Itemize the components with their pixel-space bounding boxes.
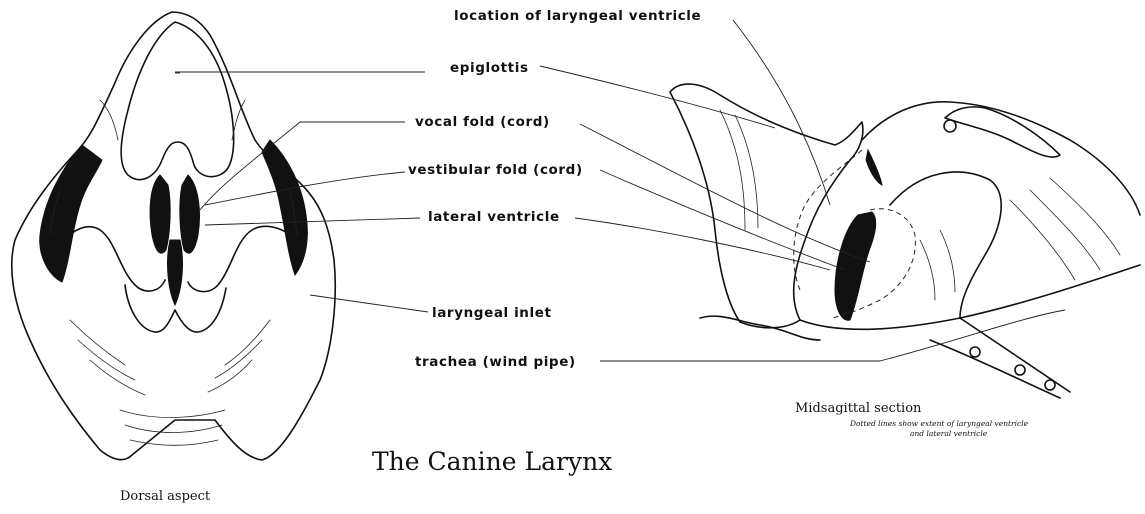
dorsal-right-dark-region <box>262 140 307 275</box>
sagittal-tracheal-ring-1 <box>970 347 980 357</box>
sagittal-ventricle-pocket <box>835 212 876 320</box>
label-trachea: trachea (wind pipe) <box>415 354 576 370</box>
sagittal-cartilage-ring <box>945 107 1060 157</box>
right-note-line2: and lateral ventricle <box>910 429 988 438</box>
dorsal-arytenoid-fold <box>62 227 165 291</box>
leader-laryngeal-ventricle <box>733 20 830 205</box>
leader-lines <box>175 20 1065 361</box>
leader-laryngeal-inlet <box>310 295 428 312</box>
right-note-line1: Dotted lines show extent of laryngeal ve… <box>849 419 1029 428</box>
sagittal-base-tissue <box>700 316 820 340</box>
sagittal-small-ring <box>944 120 956 132</box>
sagittal-trachea-outline <box>930 318 1070 398</box>
leader-epiglottis-right <box>540 66 775 128</box>
label-epiglottis: epiglottis <box>450 60 529 76</box>
dorsal-glottis-left <box>150 175 170 253</box>
dorsal-arytenoid-fold-right <box>188 226 295 291</box>
left-caption: Dorsal aspect <box>120 489 211 504</box>
label-location-laryngeal-ventricle: location of laryngeal ventricle <box>454 8 701 24</box>
sagittal-epiglottis <box>670 84 863 328</box>
sagittal-tracheal-ring-3 <box>1045 380 1055 390</box>
dorsal-glottis-center <box>168 240 183 305</box>
label-vocal-fold: vocal fold (cord) <box>415 114 550 130</box>
right-caption: Midsagittal section <box>795 401 922 416</box>
leader-lateral-ventricle-right <box>575 218 830 270</box>
sagittal-interior-curve <box>890 172 1001 318</box>
sagittal-dark-spot-top <box>866 150 882 185</box>
leader-vestibular-right <box>600 170 845 270</box>
dorsal-left-dark-region <box>40 145 102 282</box>
dorsal-aspect-illustration <box>12 12 335 460</box>
leader-lateral-ventricle-left <box>205 218 420 225</box>
label-lateral-ventricle: lateral ventricle <box>428 209 560 225</box>
label-laryngeal-inlet: laryngeal inlet <box>432 305 552 321</box>
dorsal-epiglottis-outline <box>121 22 233 180</box>
sagittal-hatching <box>720 110 1120 300</box>
sagittal-tracheal-ring-2 <box>1015 365 1025 375</box>
dorsal-glottis-right <box>180 175 200 253</box>
label-vestibular-fold: vestibular fold (cord) <box>408 162 583 178</box>
leader-trachea <box>600 310 1065 361</box>
midsagittal-illustration <box>670 84 1140 398</box>
diagram-title: The Canine Larynx <box>372 447 612 476</box>
